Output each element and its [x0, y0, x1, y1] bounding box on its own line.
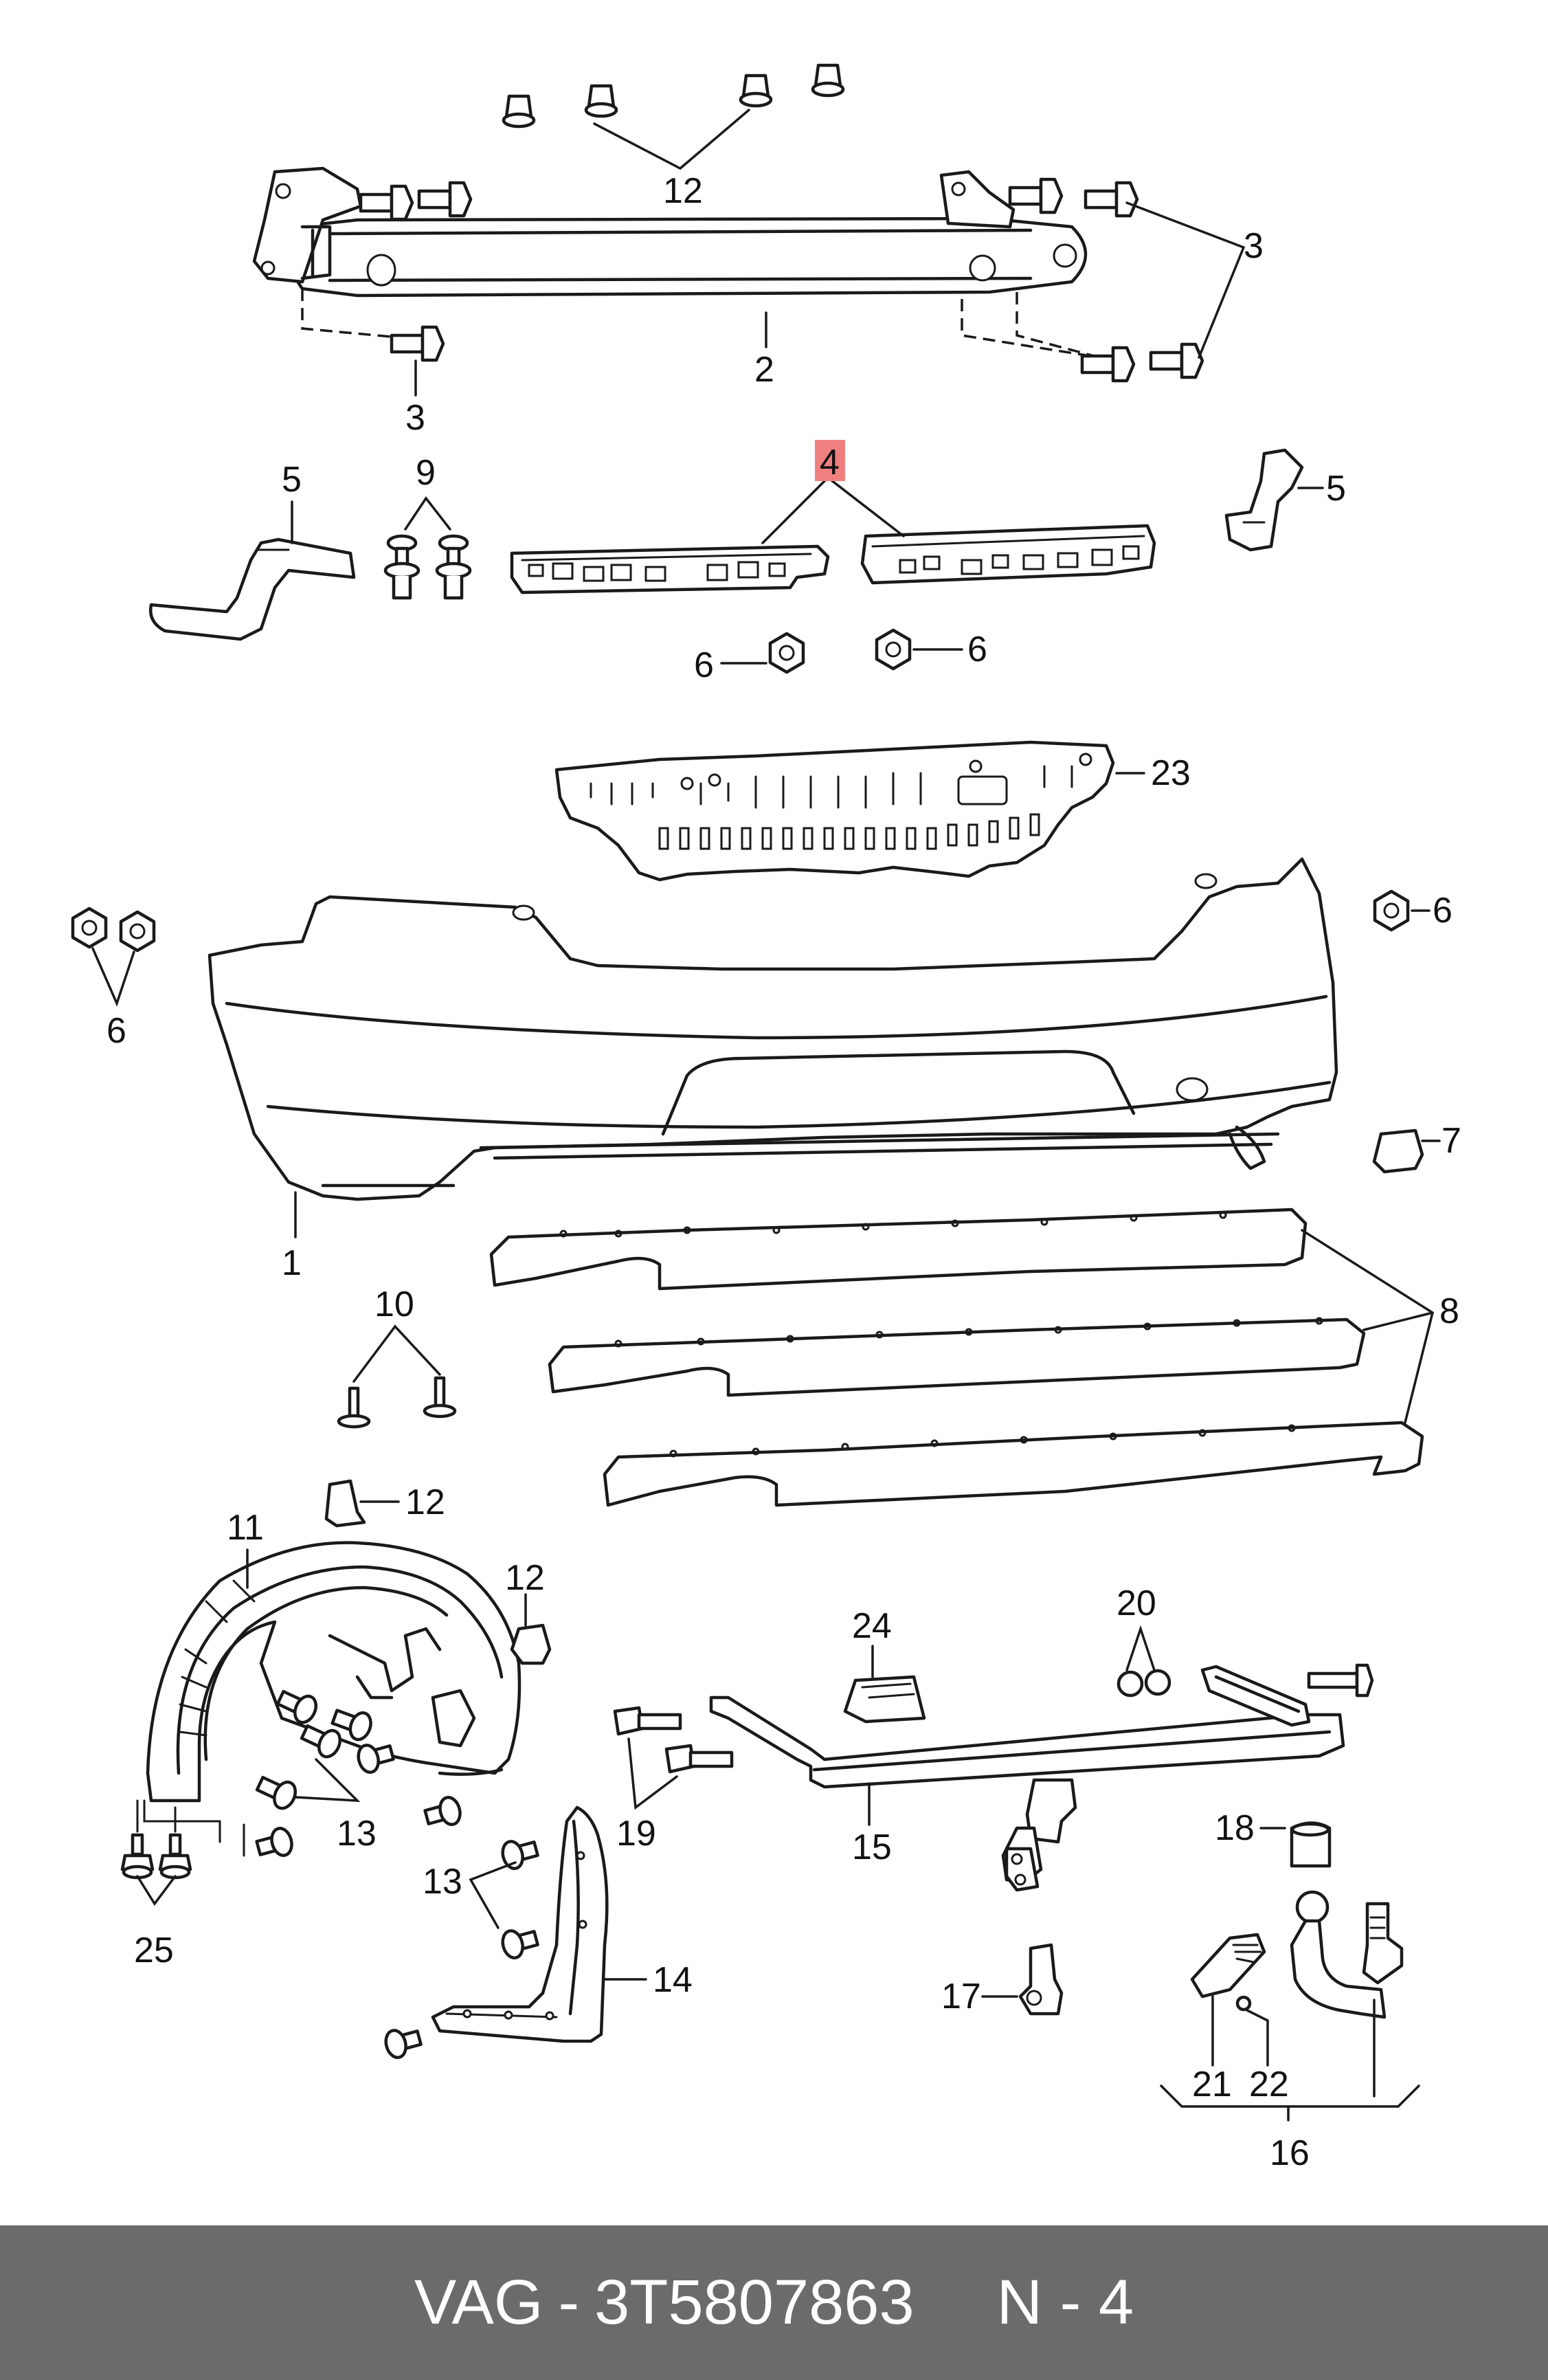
part-bolts-13-a	[255, 1689, 462, 1857]
callout-24: 24	[852, 1606, 892, 1646]
part-bolts-10	[337, 1376, 457, 1429]
rivet-nuts-top	[502, 63, 845, 129]
part-bumper-reinforcement	[252, 166, 1100, 359]
part-towball-16	[1290, 1890, 1404, 2019]
leader-6-left	[91, 947, 135, 1007]
part-screws-25	[120, 1799, 192, 1880]
callout-20: 20	[1117, 1583, 1156, 1623]
callout-8: 8	[1439, 1291, 1459, 1331]
callout-4: 4	[820, 443, 840, 482]
callout-1: 1	[282, 1243, 302, 1283]
callout-16: 16	[1270, 2133, 1310, 2173]
part-nuts-6-left	[71, 907, 156, 953]
leader-20	[1125, 1625, 1156, 1671]
callout-9: 9	[416, 453, 436, 493]
callout-12-top: 12	[663, 171, 703, 211]
part-guide-4-right	[860, 524, 1156, 585]
leader-19	[627, 1737, 678, 1810]
callout-12-mid: 12	[405, 1482, 445, 1522]
leader-10	[352, 1324, 441, 1383]
bolts-3	[359, 177, 1204, 383]
part-energy-absorber-23	[554, 740, 1115, 882]
callout-21: 21	[1192, 2065, 1232, 2104]
callout-2: 2	[754, 350, 774, 390]
callout-4-highlight	[815, 440, 845, 481]
part-nut-6-right	[1373, 889, 1410, 932]
callout-5-left: 5	[282, 460, 302, 500]
part-diffuser-8-a	[489, 1208, 1308, 1291]
part-mudflap-14	[431, 1805, 609, 2043]
callout-18: 18	[1215, 1808, 1255, 1848]
part-bracket-5-left	[148, 537, 356, 641]
leader-12-top	[593, 109, 750, 170]
part-socket-17	[1018, 1943, 1064, 2016]
callout-6-right-mid: 6	[967, 630, 987, 669]
part-caps-20	[1117, 1669, 1171, 1698]
callout-13-b: 13	[423, 1862, 462, 1902]
callout-5-right: 5	[1326, 469, 1346, 509]
footer-separator: -	[558, 2267, 580, 2337]
part-wheel-liner-11	[143, 1541, 521, 1843]
callout-19: 19	[616, 1814, 656, 1854]
part-guide-4-left	[510, 544, 830, 594]
part-clip-12-low	[510, 1623, 552, 1665]
part-cover-21	[1190, 1933, 1266, 2067]
leader-13-b	[469, 1861, 517, 1929]
leader-8-mid	[1362, 1311, 1434, 1331]
callout-3-left: 3	[405, 398, 425, 438]
callout-25: 25	[134, 1931, 174, 1970]
footer-brand: VAG	[414, 2267, 543, 2337]
part-bolts-13-b	[384, 1840, 539, 2059]
part-cap-7	[1372, 1128, 1424, 1174]
callout-6-left: 6	[106, 1011, 126, 1051]
callout-12-low: 12	[505, 1558, 545, 1598]
part-bracket-5-right	[1224, 448, 1304, 552]
callout-6-right: 6	[1433, 891, 1452, 931]
callout-15: 15	[852, 1827, 892, 1867]
callout-14: 14	[653, 1960, 693, 2000]
leader-13-a	[294, 1758, 361, 1803]
part-bolts-19	[613, 1706, 734, 1774]
part-towbar-15	[709, 1665, 1345, 1892]
callout-6-left-mid: 6	[694, 645, 714, 685]
callout-3-right: 3	[1244, 226, 1264, 266]
callout-7: 7	[1442, 1121, 1461, 1161]
part-diffuser-8-b	[548, 1317, 1366, 1397]
part-diffuser-8-c	[603, 1421, 1424, 1507]
leader-16-bracket	[1160, 2084, 1420, 2108]
part-number-footer: VAG - 3T5807863 N - 4	[0, 2225, 1548, 2380]
part-clips-9	[383, 534, 472, 600]
part-nuts-6-mid	[768, 628, 912, 674]
part-cap-18	[1290, 1821, 1332, 1868]
callout-22: 22	[1249, 2065, 1289, 2104]
footer-part-number: 3T5807863	[594, 2267, 915, 2337]
leader-3-right	[1125, 201, 1246, 359]
footer-position-label: N - 4	[996, 2267, 1134, 2337]
callout-23: 23	[1151, 753, 1191, 793]
callout-17: 17	[941, 1977, 981, 2016]
part-bracket-24	[843, 1675, 926, 1724]
callout-11: 11	[227, 1508, 264, 1548]
leader-4	[761, 476, 905, 544]
callout-10: 10	[374, 1284, 414, 1324]
leader-25	[136, 1875, 177, 1906]
part-bumper-cover	[207, 857, 1338, 1201]
footer-text: VAG - 3T5807863 N - 4	[0, 2225, 1548, 2380]
callout-labels: 12 3 2 3 5 9 4 5 6 6 23 6 6 7 1 8 10 12 …	[106, 171, 1461, 2173]
part-bolt-towbar	[1307, 1663, 1374, 1698]
leader-9	[404, 496, 451, 531]
part-pin-22	[1235, 1995, 1269, 2067]
callout-13-a: 13	[337, 1814, 377, 1854]
part-clip-12-mid	[324, 1479, 366, 1528]
